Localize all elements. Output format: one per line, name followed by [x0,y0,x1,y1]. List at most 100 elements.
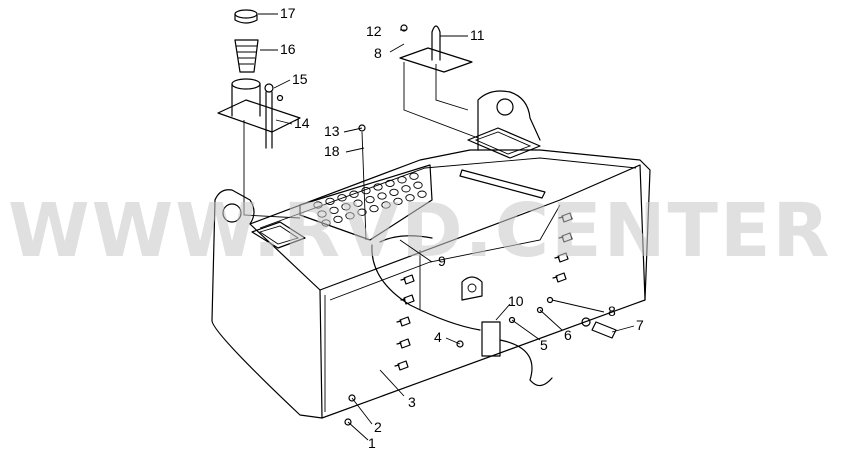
sensor-cap [431,25,441,33]
fuel-filter-10 [481,321,501,357]
tank-left-end-plate [211,189,323,419]
callout-17: 17 [280,5,296,21]
filler-leader-line [243,120,301,219]
baffle-lug [461,276,483,301]
tank-inner-floor [329,204,561,301]
callout-4: 4 [434,329,442,345]
bolt-7 [591,321,617,339]
sensor-plate [399,47,473,73]
baffle-hole [393,197,403,206]
baffle-lug-hole [467,283,477,293]
callout-12: 12 [366,23,382,39]
baffle-hole [353,199,363,207]
top-hatch-left [251,221,306,249]
callout-3: 3 [408,394,416,410]
strainer-mesh [236,45,257,65]
nut-8 [546,296,554,304]
callout-15: 15 [292,71,308,87]
top-hatch-right-inner [474,131,532,155]
washer-6 [536,306,544,314]
callout-8-lower: 8 [608,303,616,319]
callout-18: 18 [324,143,340,159]
top-rail [459,169,546,199]
drain-hose-assembly [371,235,553,387]
stud [554,252,569,263]
stud [400,294,415,305]
baffle-hole [389,188,399,197]
baffle-hole [417,190,427,198]
baffle-hole [329,206,339,215]
baffle-hole [413,181,423,189]
tank-inner-rim [259,157,637,229]
baffle-hole [373,183,383,191]
stud [558,232,573,243]
top-hatch-left-inner [258,225,300,245]
lifting-lug-right [477,90,541,151]
drain-plug-2 [348,394,356,402]
baffle-hole [405,194,415,202]
baffle-hole [317,210,327,218]
level-gauge-tube [265,91,273,149]
sensor-leader-line [403,62,479,139]
filler-mount-plate [217,99,301,133]
baffle-hole [313,201,323,209]
callout-5: 5 [540,337,548,353]
callout-14: 14 [294,115,310,131]
callout-10: 10 [508,293,524,309]
stud [396,316,411,327]
sensor-assembly [399,25,479,139]
baffle-hole [349,190,359,198]
filler-neck-body [231,83,261,117]
bolt-13-leader [361,131,367,241]
stud [394,360,409,371]
callout-16: 16 [280,41,296,57]
hose-9-upper [379,235,433,243]
sensor-leader-line-2 [435,64,469,111]
stud [552,272,567,283]
tank-body [211,90,651,419]
baffle-hole [341,203,351,211]
stud [396,338,411,349]
baffle-hole [333,215,343,224]
baffle-hole [365,195,375,204]
baffle-hole [369,204,379,213]
callout-9: 9 [438,253,446,269]
mounting-studs [394,212,573,371]
bolt-13 [358,124,366,132]
perforated-baffle [299,164,433,241]
stud [400,274,415,285]
baffle-hole [377,192,387,200]
level-gauge-top [264,83,274,93]
washer-4 [456,340,464,348]
callout-labels: 1 2 3 4 5 6 7 8 8 9 10 11 12 13 14 15 16… [280,5,644,451]
baffle-hole [337,194,347,202]
callout-8-upper: 8 [374,45,382,61]
stud [558,212,573,223]
watermark: WWW.RVD.CENTER [8,188,832,274]
baffle-plate [299,164,433,241]
baffle-hole [361,186,371,195]
baffle-hole [381,201,391,209]
filler-cap-side [234,13,258,24]
callout-11: 11 [470,27,485,43]
washer-1 [344,418,352,426]
hose-9 [371,244,481,331]
callout-13: 13 [324,123,340,139]
callout-7: 7 [636,317,644,333]
callout-6: 6 [564,327,572,343]
return-pipe [499,339,553,387]
top-hatch-right [467,127,541,159]
tank-top-rim [249,149,651,301]
baffle-holes [313,172,427,227]
callout-leaders [258,13,635,441]
bolt-12 [400,24,408,32]
lifting-eye-right [496,98,514,116]
baffle-hole [345,212,355,220]
sensor-body [431,31,441,61]
filler-cap [234,9,258,19]
lifting-eye-left [222,203,242,223]
filler-neck-top [231,78,261,90]
baffle-hole [357,208,367,216]
